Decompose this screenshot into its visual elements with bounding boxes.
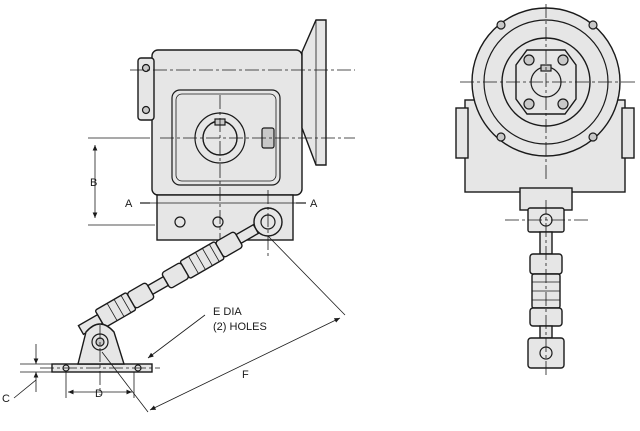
- flange-bolt: [496, 132, 506, 142]
- collar-bolt: [523, 98, 535, 110]
- label-d: D: [95, 388, 103, 400]
- label-f: F: [242, 369, 249, 381]
- housing-recess-inner: [175, 93, 277, 182]
- torque-arm: [77, 223, 260, 336]
- gearbox-front-view: [455, 7, 635, 211]
- label-a-left: A: [125, 198, 133, 210]
- label-e-line2: (2) HOLES: [213, 321, 267, 333]
- housing-side-cap: [137, 57, 155, 121]
- front-side-lug: [455, 107, 469, 159]
- housing-recess: [171, 89, 281, 186]
- callout-e: [147, 314, 206, 359]
- dimension-c: [13, 344, 52, 399]
- flange-bolt: [588, 132, 598, 142]
- foot-hole: [212, 216, 224, 228]
- label-c: C: [2, 393, 10, 405]
- foot-hole: [174, 216, 186, 228]
- collar-bolt: [557, 98, 569, 110]
- label-e-line1: E DIA: [213, 306, 242, 318]
- dimension-b: [88, 137, 155, 226]
- flange-bolt: [588, 20, 598, 30]
- cap-bolt: [141, 63, 151, 73]
- collar-bolt: [523, 54, 535, 66]
- collar-bolt: [557, 54, 569, 66]
- front-side-lug: [621, 107, 635, 159]
- dimension-f: [101, 235, 346, 413]
- motor-flange: [301, 19, 327, 166]
- flange-bolt: [496, 20, 506, 30]
- cap-bolt: [141, 105, 151, 115]
- gearbox-side-view: [137, 19, 327, 241]
- dimension-d: [65, 372, 135, 398]
- mounting-bracket: [51, 323, 153, 373]
- label-a-right: A: [310, 198, 318, 210]
- label-b: B: [90, 177, 97, 189]
